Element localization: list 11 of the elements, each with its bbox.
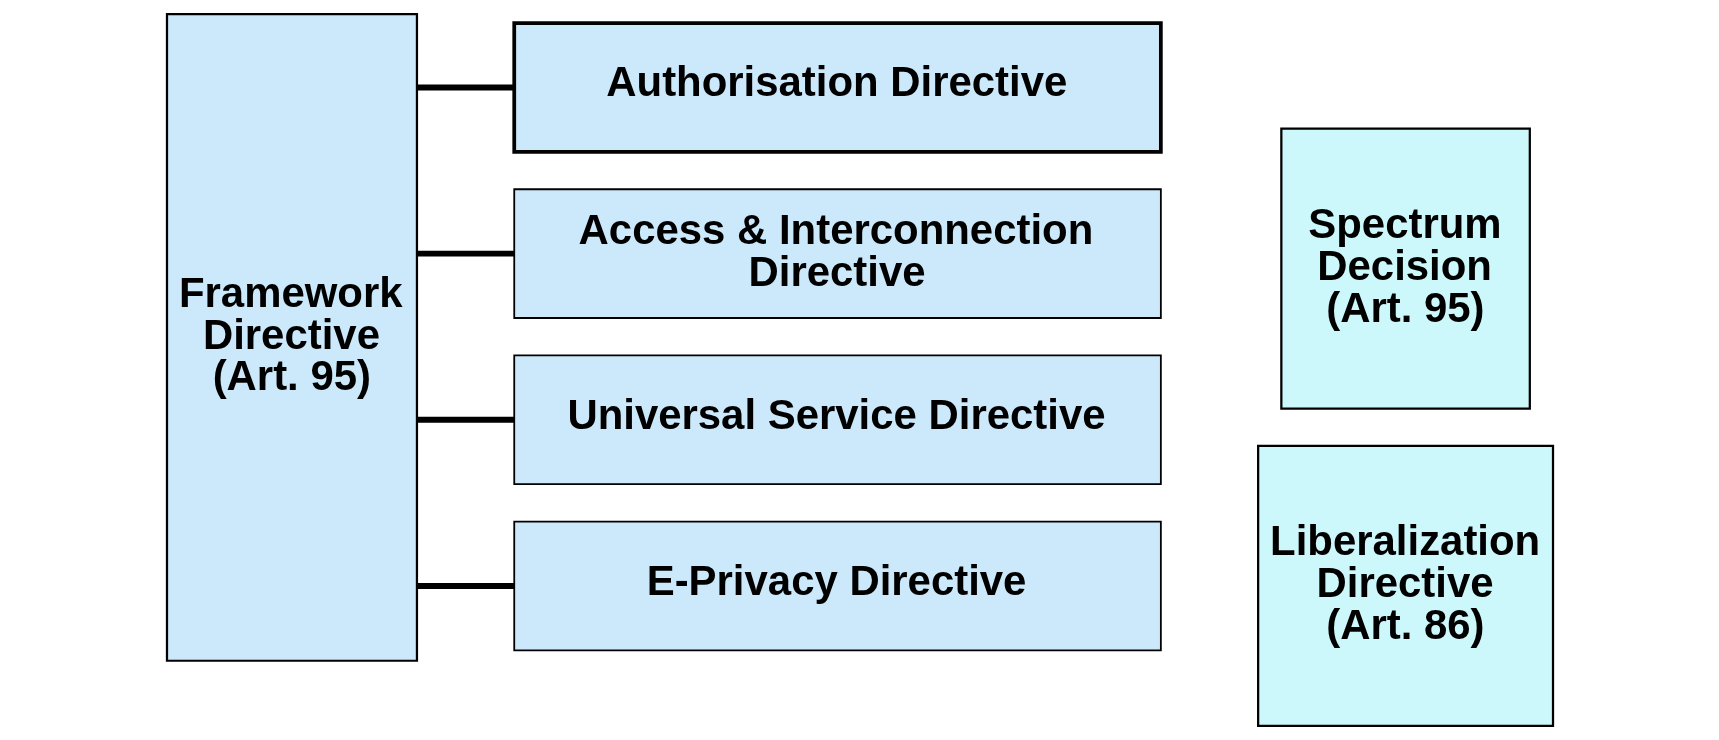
connector bbox=[416, 84, 514, 91]
node-box: E-Privacy Directive bbox=[512, 520, 1162, 652]
node-box: Spectrum Decision (Art. 95) bbox=[1279, 127, 1531, 410]
node-box: Framework Directive (Art. 95) bbox=[165, 13, 418, 662]
node-box: Authorisation Directive bbox=[511, 21, 1163, 154]
connector bbox=[416, 582, 514, 589]
node-box: Universal Service Directive bbox=[512, 354, 1162, 486]
connector bbox=[416, 250, 514, 257]
node-box: Liberalization Directive (Art. 86) bbox=[1256, 444, 1554, 727]
node-box: Access & Interconnection Directive bbox=[512, 188, 1162, 319]
connector bbox=[416, 416, 514, 423]
